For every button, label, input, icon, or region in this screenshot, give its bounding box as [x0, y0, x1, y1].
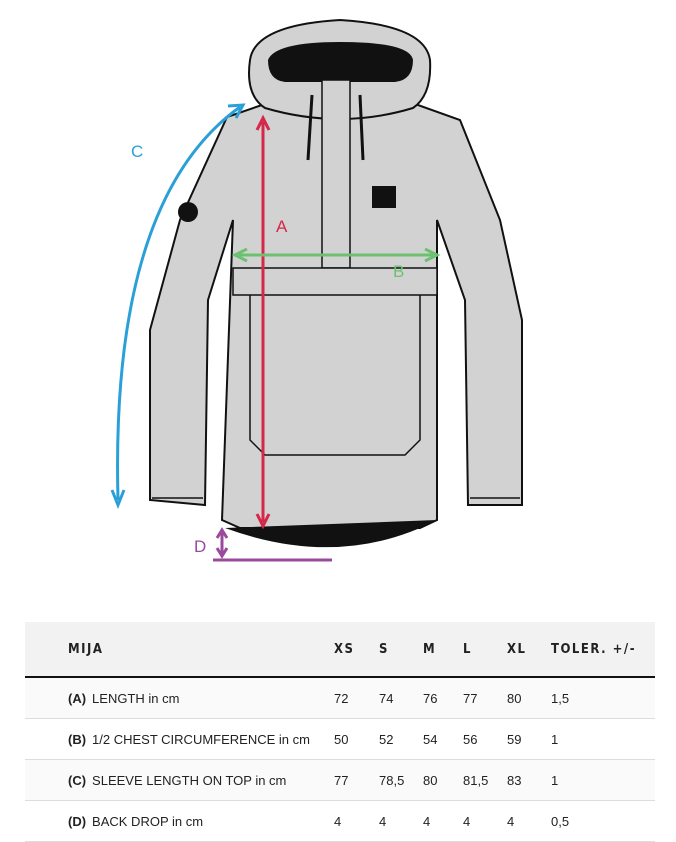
row-code: (A) [68, 690, 87, 706]
size-chart-table: MIJA XS S M L XL TOLER. +/- (A) LENGTH in… [25, 622, 655, 842]
cell-value: 83 [506, 759, 550, 801]
row-code: (C) [68, 772, 87, 788]
cell-value: 4 [462, 800, 506, 842]
cell-value: 4 [378, 800, 422, 842]
row-label: LENGTH in cm [92, 690, 180, 706]
cell-value: 77 [333, 759, 378, 801]
col-l: L [462, 622, 506, 678]
label-d: D [194, 537, 207, 556]
cell-value: 59 [506, 718, 550, 760]
row-code: (B) [68, 731, 87, 747]
cell-value: 1 [550, 759, 655, 801]
drawcords [306, 94, 365, 161]
cell-value: 81,5 [462, 759, 506, 801]
cell-value: 56 [462, 718, 506, 760]
sleeve-badge [178, 202, 198, 222]
table-header: MIJA XS S M L XL TOLER. +/- [25, 622, 655, 678]
jacket-outline [149, 18, 523, 529]
jacket-size-diagram: A B C D [110, 18, 523, 562]
cell-value: 4 [422, 800, 462, 842]
cell-value: 76 [422, 677, 462, 719]
cell-value: 77 [462, 677, 506, 719]
waist-band [232, 267, 438, 296]
cell-value: 80 [422, 759, 462, 801]
jacket-illustration [110, 18, 523, 562]
cell-value: 50 [333, 718, 378, 760]
logo-patch [372, 186, 396, 208]
cell-value: 78,5 [378, 759, 422, 801]
col-xl: XL [506, 622, 550, 678]
label-a: A [276, 217, 288, 236]
row-code: (D) [68, 813, 87, 829]
col-product: MIJA [25, 622, 333, 678]
cell-value: 4 [506, 800, 550, 842]
arrow-c [116, 105, 241, 501]
col-s: S [378, 622, 422, 678]
label-b: B [393, 262, 405, 281]
cell-value: 0,5 [550, 800, 655, 842]
col-m: M [422, 622, 462, 678]
cell-value: 1 [550, 718, 655, 760]
cell-value: 72 [333, 677, 378, 719]
hood-opening [268, 42, 413, 82]
row-label: SLEEVE LENGTH ON TOP in cm [92, 772, 287, 788]
col-tolerance: TOLER. +/- [550, 622, 655, 678]
cell-value: 80 [506, 677, 550, 719]
back-drop-hem [225, 520, 437, 548]
cell-value: 54 [422, 718, 462, 760]
cell-value: 74 [378, 677, 422, 719]
zip-placket [321, 79, 351, 269]
row-label: 1/2 CHEST CIRCUMFERENCE in cm [92, 731, 310, 747]
cell-value: 1,5 [550, 677, 655, 719]
cell-value: 52 [378, 718, 422, 760]
col-xs: XS [333, 622, 378, 678]
kangaroo-pocket [249, 295, 421, 456]
cell-value: 4 [333, 800, 378, 842]
label-c: C [131, 142, 144, 161]
row-label: BACK DROP in cm [92, 813, 204, 829]
